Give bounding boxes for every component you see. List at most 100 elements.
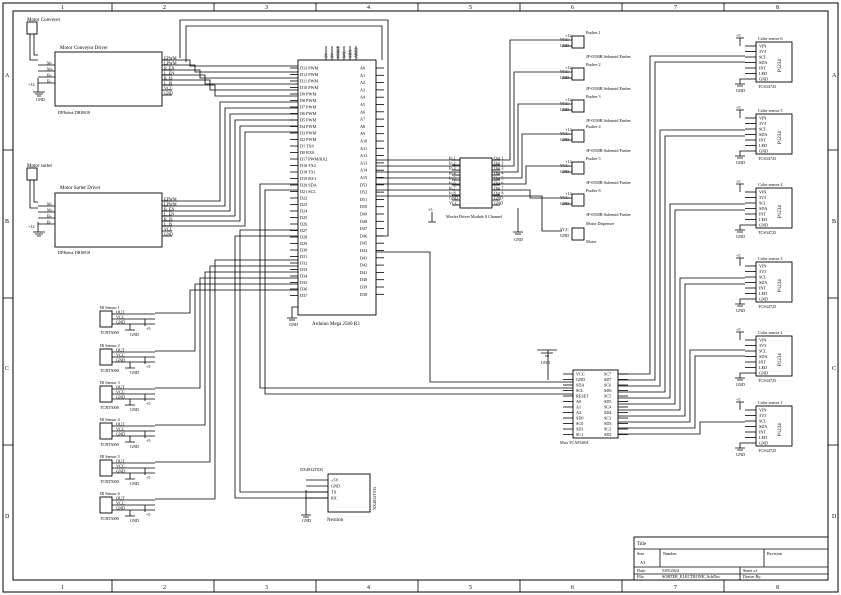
color-sensor: Color sensor 5VIN3V3SCLSDAINTLEDGNDP1234… [735, 105, 793, 165]
color-gnd: GND [736, 234, 745, 239]
disp-vcc: VCC [560, 227, 569, 232]
arduino-body [297, 59, 377, 316]
color-sensor-part: TCS34725 [758, 230, 776, 235]
pusher-name: Pusher 6 [586, 188, 601, 193]
color-pin: SDA [759, 354, 767, 359]
ard-right-pin: A12 [360, 153, 367, 158]
ard-right-pin: A7 [360, 117, 365, 122]
color-pin: 3V3 [759, 195, 766, 200]
pusher-gnd: GND [560, 107, 569, 112]
ard-left-pin: D26 [300, 222, 307, 227]
motor-conveyor-driver-label: Motor Conveyor Driver [60, 46, 108, 51]
ir-sensor-name: IR Sensor 5 [100, 454, 120, 459]
col-label-top: 6 [571, 5, 574, 11]
driver-pin-right: L_IS [164, 221, 173, 226]
mux-right-pin: SC7 [604, 372, 611, 377]
conv-gnd-label: GND [36, 97, 45, 102]
pusher-plus12: +12 [565, 65, 572, 70]
nex-gnd: GND [302, 518, 311, 523]
pusher-gnd: GND [560, 137, 569, 142]
mux-right-pin: SC2 [604, 427, 611, 432]
pusher-vcc: VCC [560, 69, 569, 74]
ir-pin: GND [116, 468, 125, 473]
color-pin: 3V3 [759, 121, 766, 126]
ir-pin: GND [116, 357, 125, 362]
ard-right-pin: D47 [360, 226, 367, 231]
mux-left-pin: SD1 [576, 427, 583, 432]
arduino-label: Arduino Mega 2560 R3 [312, 322, 360, 327]
mux-left-pin: A2 [576, 410, 581, 415]
mos-out-pin: GND [494, 201, 503, 206]
driver-pin-right: GND [164, 231, 173, 236]
nextion-side-label: NX4832T035 [372, 487, 377, 510]
tb-revision: Revision [767, 551, 783, 556]
ard-left-pin: D21 SCL [300, 189, 316, 194]
mos-out-pin: Out 1 [494, 156, 503, 161]
mos-in-pin: GND [449, 196, 458, 201]
ard-left-pin: D16 TX2 [300, 163, 316, 168]
pusher-vcc: VCC [560, 163, 569, 168]
color-pin: GND [759, 149, 768, 154]
mos-in-pin: In 8 [449, 191, 456, 196]
row-label-left: B [5, 219, 9, 225]
disp-gnd: GND [560, 233, 569, 238]
ard-left-pin: D35 [300, 280, 307, 285]
color-pin: LED [759, 143, 767, 148]
ard-right-pin: A2 [360, 80, 365, 85]
color-p1234: P1234 [778, 423, 783, 436]
pusher-gnd: GND [560, 75, 569, 80]
col-label-bottom: 4 [367, 585, 370, 591]
nextion-display [327, 473, 371, 513]
color-plus5: +5 [736, 179, 740, 184]
color-sensor-part: TCS34725 [758, 84, 776, 89]
mux-left-pin: A0 [576, 399, 581, 404]
color-sensor: Color sensor 4VIN3V3SCLSDAINTLEDGNDP1234… [735, 179, 793, 239]
ard-left-pin: D24 [300, 209, 308, 214]
ir-pin: GND [116, 319, 125, 324]
pusher-part: JF-0530B Solenoid Pusher [586, 148, 632, 153]
motor-label: Motor [586, 239, 597, 244]
ard-right-pin: D52 [360, 190, 367, 195]
mux-body [572, 369, 619, 439]
driver-pin-left: M- [47, 202, 53, 207]
mos-out-pin: Out 4 [494, 171, 504, 176]
mux-left-pin: VCC [576, 372, 585, 377]
color-pin: VIN [759, 44, 766, 49]
color-pin: SDA [759, 60, 767, 65]
col-label-top: 8 [776, 5, 779, 11]
ir-plus5: +5 [146, 326, 150, 331]
driver-pin-right: VCC [164, 85, 173, 90]
driver-pin-left: B- [47, 79, 52, 84]
color-sensor-name: Color sensor 2 [758, 330, 782, 335]
ir-pin: OUT [116, 495, 125, 500]
motor-sorter-section: Motor sorter Motor Sorter Driver DFRobot… [26, 164, 177, 255]
ard-right-pin: D50 [360, 204, 367, 209]
ard-left-pin: D4 PWM [300, 124, 316, 129]
ir-sensor-part: TCRT5000 [100, 442, 119, 447]
row-label-right: A [832, 73, 837, 79]
pusher-part: JF-0530B Solenoid Pusher [586, 212, 632, 217]
motor-sorter-driver-label: Motor Sorter Driver [60, 186, 101, 191]
ard-right-pin: A6 [360, 109, 365, 114]
color-pin: VIN [759, 264, 766, 269]
ir-pin: OUT [116, 309, 125, 314]
nextion-pin: GND [331, 484, 340, 489]
conv-plus12-label: +12 [28, 82, 35, 87]
ard-left-pin: D1 TX0 [300, 144, 314, 149]
ir-sensor-name: IR Sensor 6 [100, 491, 120, 496]
ard-left-pin: D36 [300, 287, 307, 292]
color-pin: LED [759, 217, 767, 222]
ard-right-pin: A5 [360, 102, 365, 107]
driver-pin-right: L_IS [164, 80, 173, 85]
row-label-left: C [5, 366, 9, 372]
ard-right-pin: A13 [360, 160, 367, 165]
color-pin: INT [759, 138, 766, 143]
ard-right-pin: A8 [360, 124, 365, 129]
ir-gnd: GND [130, 332, 139, 337]
